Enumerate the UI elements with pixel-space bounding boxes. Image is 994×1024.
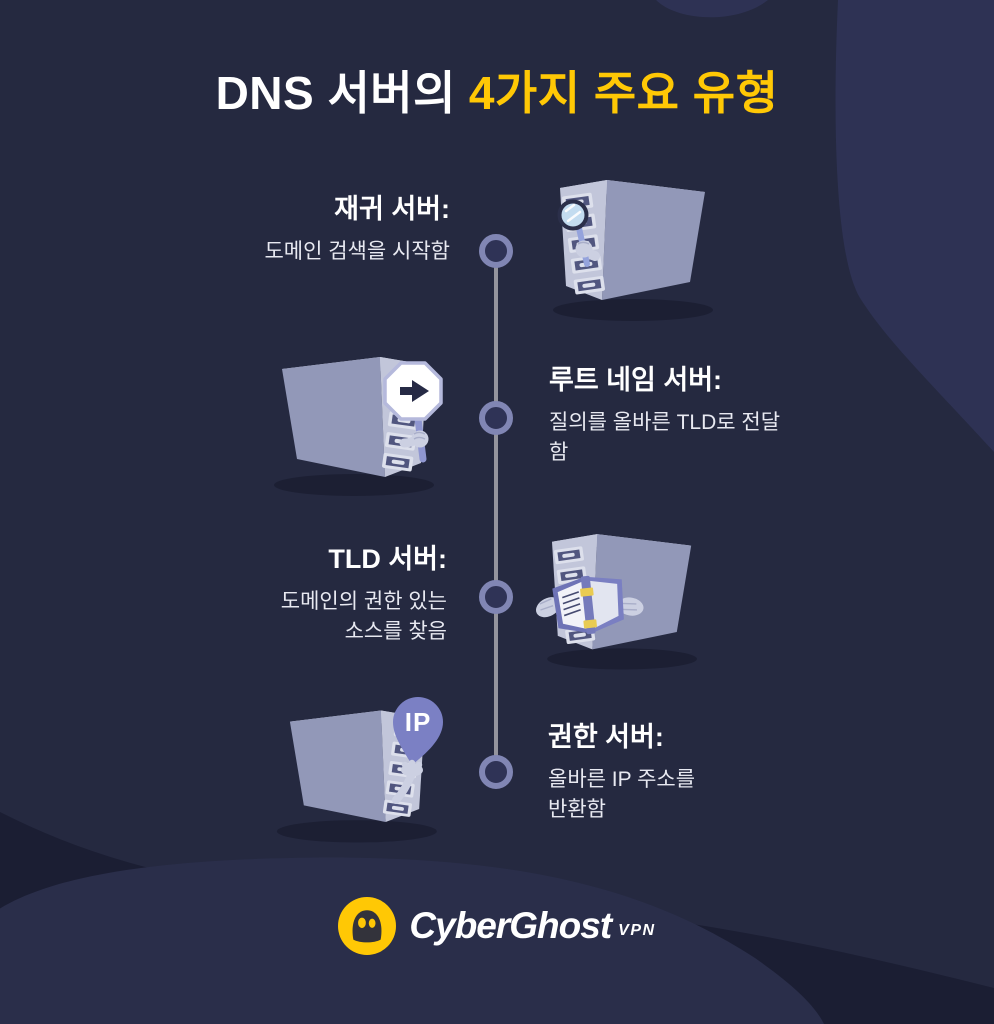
section-title: 루트 네임 서버: — [549, 365, 723, 395]
ip-pin-label: IP — [405, 707, 432, 737]
section-body: 도메인의 권한 있는 소스를 찾음 — [280, 589, 447, 644]
section-recursive-server: 재귀 서버: 도메인 검색을 시작함 — [120, 193, 450, 267]
section-body: 도메인 검색을 시작함 — [264, 239, 450, 263]
timeline-line — [494, 251, 498, 772]
direction-sign-icon — [383, 361, 443, 463]
timeline-node-2 — [479, 401, 513, 435]
timeline-node-4 — [479, 755, 513, 789]
cyberghost-logo: CyberGhost VPN — [0, 897, 994, 955]
section-tld-server: TLD 서버: 도메인의 권한 있는 소스를 찾음 — [117, 543, 447, 648]
brand-name: CyberGhost — [409, 905, 612, 946]
section-root-name-server: 루트 네임 서버: 질의를 올바른 TLD로 전달 함 — [549, 364, 849, 469]
page-title-prefix: DNS 서버의 — [215, 67, 456, 119]
magnifying-glass-icon — [557, 199, 600, 267]
section-title: 권한 서버: — [548, 722, 664, 752]
section-authoritative-server: 권한 서버: 올바른 IP 주소를 반환함 — [548, 721, 848, 826]
timeline-node-1 — [479, 234, 513, 268]
ghost-icon — [338, 897, 397, 955]
section-title: 재귀 서버: — [334, 194, 450, 224]
section-body: 질의를 올바른 TLD로 전달 함 — [549, 410, 781, 465]
section-body: 올바른 IP 주소를 반환함 — [548, 767, 696, 822]
server-magnifying-glass-illustration — [553, 180, 713, 321]
page-title-highlight: 4가지 주요 유형 — [468, 67, 779, 119]
timeline-node-3 — [479, 580, 513, 614]
server-open-book-illustration — [535, 534, 697, 670]
open-book-icon — [535, 575, 644, 635]
section-title: TLD 서버: — [328, 544, 447, 574]
server-ip-pin-illustration: IP — [276, 697, 443, 843]
brand-suffix: VPN — [618, 921, 656, 939]
ip-pin-icon: IP — [392, 697, 443, 804]
server-direction-sign-illustration — [274, 357, 443, 496]
